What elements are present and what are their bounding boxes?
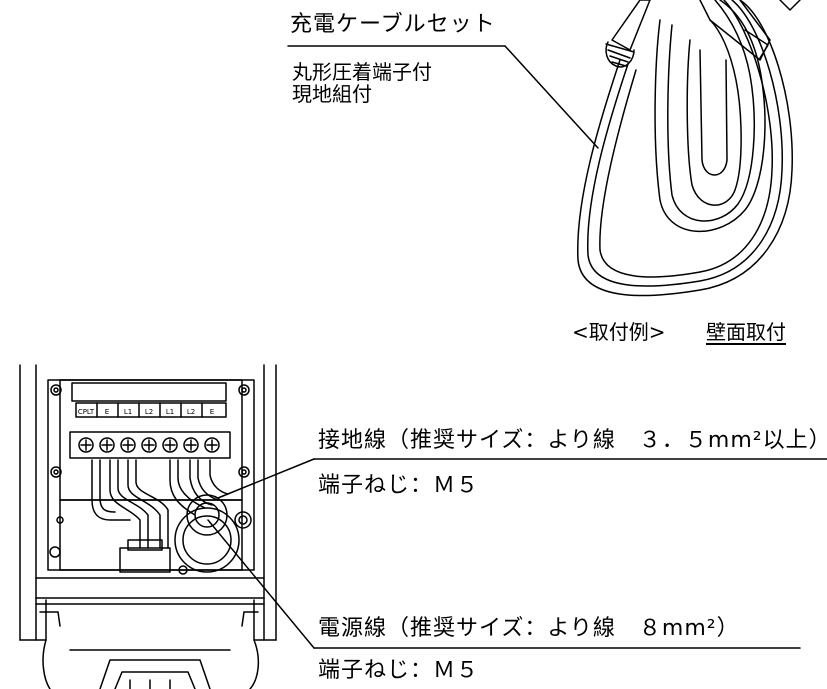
terminal-label: L1 (124, 408, 132, 416)
charger-unit-outline (19, 364, 277, 689)
terminal-label: L1 (166, 408, 174, 416)
terminal-label: E (210, 408, 214, 416)
cable-set-note-1: 丸形圧着端子付 (292, 60, 432, 84)
example-caption: <取付例> (572, 320, 666, 344)
power-leader-line (207, 519, 315, 649)
terminal-label: E (105, 408, 109, 416)
cable-leader-line (504, 45, 599, 149)
earth-leader-line (217, 458, 315, 499)
terminal-screws (69, 431, 231, 459)
cable-set-title: 充電ケーブルセット (290, 12, 496, 37)
earth-wire-label: 接地線（推奨サイズ：より線 ３．５mm²以上） (318, 428, 827, 453)
terminal-label: L2 (187, 408, 195, 416)
cable-set-note-2: 現地組付 (292, 82, 372, 106)
terminal-label: CPLT (78, 408, 95, 416)
charging-cable-coil (577, 0, 801, 297)
gland-nut (119, 547, 171, 573)
terminal-header (71, 382, 227, 402)
terminal-block-frame (59, 379, 243, 501)
cable-gland (174, 494, 240, 573)
power-wire-screw: 端子ねじ：Ｍ５ (318, 658, 480, 683)
terminal-label: L2 (145, 408, 153, 416)
earth-wire-screw: 端子ねじ：Ｍ５ (318, 473, 480, 498)
mount-type: 壁面取付 (706, 320, 786, 345)
power-wire-label: 電源線（推奨サイズ：より線 ８mm²） (318, 616, 740, 641)
